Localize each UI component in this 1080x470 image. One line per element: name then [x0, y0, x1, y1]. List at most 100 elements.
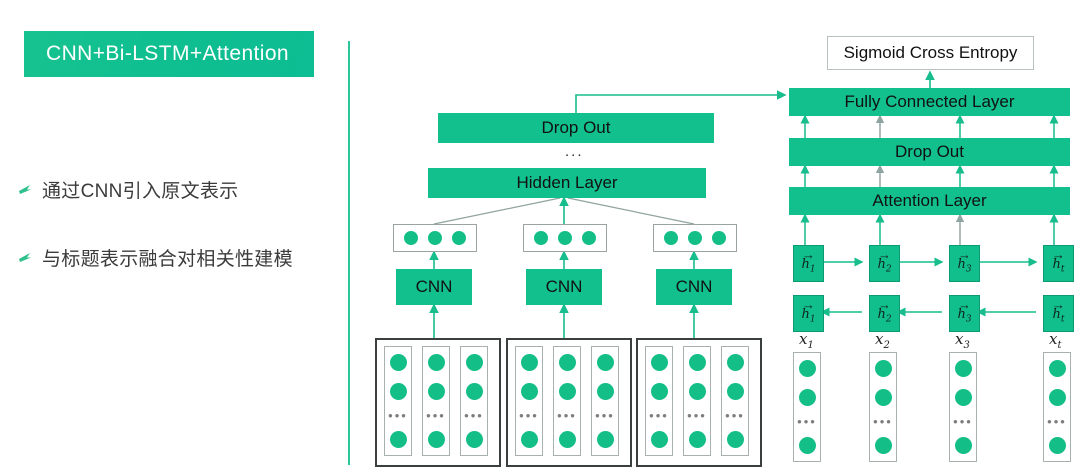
page-title: CNN+Bi-LSTM+Attention: [46, 42, 289, 65]
cnn-block-1[interactable]: CNN: [396, 269, 472, 305]
fully-connected-bar[interactable]: Fully Connected Layer: [789, 88, 1070, 116]
vector-dot: [558, 354, 576, 371]
right-arrow-icon: →: [802, 297, 815, 313]
forward-lstm-cell-1[interactable]: → h1: [793, 245, 824, 282]
vertical-ellipsis: •••: [1047, 413, 1067, 429]
cnn-feature-vector-2: [523, 224, 607, 252]
right-arrow-icon: →: [1052, 297, 1065, 313]
hidden-state-label: h1: [801, 257, 816, 275]
lstm-input-label-4: xt: [1049, 330, 1062, 351]
vertical-ellipsis: •••: [426, 407, 446, 423]
embedding-column: •••: [683, 346, 711, 456]
vector-dot: [954, 360, 972, 377]
vertical-ellipsis: •••: [464, 407, 484, 423]
vector-dot: [1048, 436, 1066, 454]
fully-connected-label: Fully Connected Layer: [844, 92, 1015, 111]
cnn-feature-vector-3: [653, 224, 737, 252]
forward-lstm-cell-3[interactable]: → h3: [949, 245, 980, 282]
backward-lstm-cell-1[interactable]: → h1: [793, 295, 824, 332]
right-dropout-bar[interactable]: Drop Out: [789, 138, 1070, 166]
vector-dot: [726, 430, 744, 448]
bullet-item-1: 通过CNN引入原文表示: [18, 176, 238, 203]
vertical-ellipsis: •••: [725, 407, 745, 423]
vector-dot: [688, 354, 706, 371]
backward-lstm-cell-4[interactable]: → ht: [1043, 295, 1074, 332]
vector-dot: [1048, 389, 1066, 407]
forward-lstm-cell-2[interactable]: → h2: [869, 245, 900, 282]
vector-dot: [389, 383, 407, 401]
vector-dot: [558, 383, 576, 401]
cnn-block-2[interactable]: CNN: [526, 269, 602, 305]
vector-dot: [798, 389, 816, 407]
vertical-ellipsis: •••: [687, 407, 707, 423]
vector-dot: [520, 383, 538, 401]
attention-layer-bar[interactable]: Attention Layer: [789, 187, 1070, 215]
vector-dot: [874, 360, 892, 377]
vector-dot: [798, 360, 816, 377]
vertical-ellipsis: •••: [873, 413, 893, 429]
vector-dot: [712, 231, 726, 245]
embedding-column: •••: [515, 346, 543, 456]
vector-dot: [874, 389, 892, 407]
lstm-input-label-1: x1: [799, 330, 814, 351]
arrow-bullet-icon: [18, 182, 33, 197]
slide-title-box: CNN+Bi-LSTM+Attention: [24, 31, 314, 77]
hidden-state-label: h2: [877, 307, 892, 325]
vector-dot: [465, 430, 483, 448]
right-arrow-icon: →: [1052, 247, 1065, 263]
vector-dot: [427, 430, 445, 448]
vector-dot: [954, 436, 972, 454]
vector-dot: [465, 354, 483, 371]
loss-box[interactable]: Sigmoid Cross Entropy: [827, 36, 1034, 70]
input-matrix-1: ••• ••• •••: [375, 338, 501, 467]
vector-dot: [558, 430, 576, 448]
forward-lstm-cell-4[interactable]: → ht: [1043, 245, 1074, 282]
cnn-label: CNN: [545, 277, 583, 296]
vector-dot: [596, 430, 614, 448]
vector-dot: [428, 231, 442, 245]
vector-dot: [389, 430, 407, 448]
vector-dot: [427, 354, 445, 371]
vector-dot: [558, 231, 572, 245]
left-dropout-ellipsis: ...: [565, 143, 584, 160]
backward-lstm-cell-2[interactable]: → h2: [869, 295, 900, 332]
vertical-divider: [348, 41, 350, 465]
vector-dot: [596, 354, 614, 371]
right-arrow-icon: →: [958, 247, 971, 263]
embedding-column-x2: •••: [869, 352, 897, 462]
vector-dot: [465, 383, 483, 401]
bullet-label: 与标题表示融合对相关性建模: [42, 249, 293, 270]
vector-dot: [688, 430, 706, 448]
right-arrow-icon: →: [958, 297, 971, 313]
vector-dot: [582, 231, 596, 245]
vertical-ellipsis: •••: [519, 407, 539, 423]
vector-dot: [520, 430, 538, 448]
bullet-label: 通过CNN引入原文表示: [42, 181, 239, 202]
lstm-input-label-3: x3: [955, 330, 970, 351]
input-matrix-3: ••• ••• •••: [636, 338, 762, 467]
left-dropout-bar[interactable]: Drop Out: [438, 113, 714, 143]
cnn-feature-vector-1: [393, 224, 477, 252]
vector-dot: [520, 354, 538, 371]
vector-dot: [726, 383, 744, 401]
vector-dot: [389, 354, 407, 371]
vertical-ellipsis: •••: [797, 413, 817, 429]
right-dropout-label: Drop Out: [895, 142, 964, 161]
hidden-state-label: h3: [957, 307, 972, 325]
vector-dot: [650, 430, 668, 448]
vector-dot: [664, 231, 678, 245]
hidden-layer-bar[interactable]: Hidden Layer: [428, 168, 706, 198]
arrow-bullet-icon: [18, 250, 33, 265]
vector-dot: [596, 383, 614, 401]
vertical-ellipsis: •••: [649, 407, 669, 423]
vertical-ellipsis: •••: [953, 413, 973, 429]
lstm-input-label-2: x2: [875, 330, 890, 351]
vector-dot: [1048, 360, 1066, 377]
hidden-state-label: h3: [957, 257, 972, 275]
vector-dot: [650, 354, 668, 371]
backward-lstm-cell-3[interactable]: → h3: [949, 295, 980, 332]
cnn-block-3[interactable]: CNN: [656, 269, 732, 305]
right-arrow-icon: →: [878, 297, 891, 313]
vertical-ellipsis: •••: [595, 407, 615, 423]
